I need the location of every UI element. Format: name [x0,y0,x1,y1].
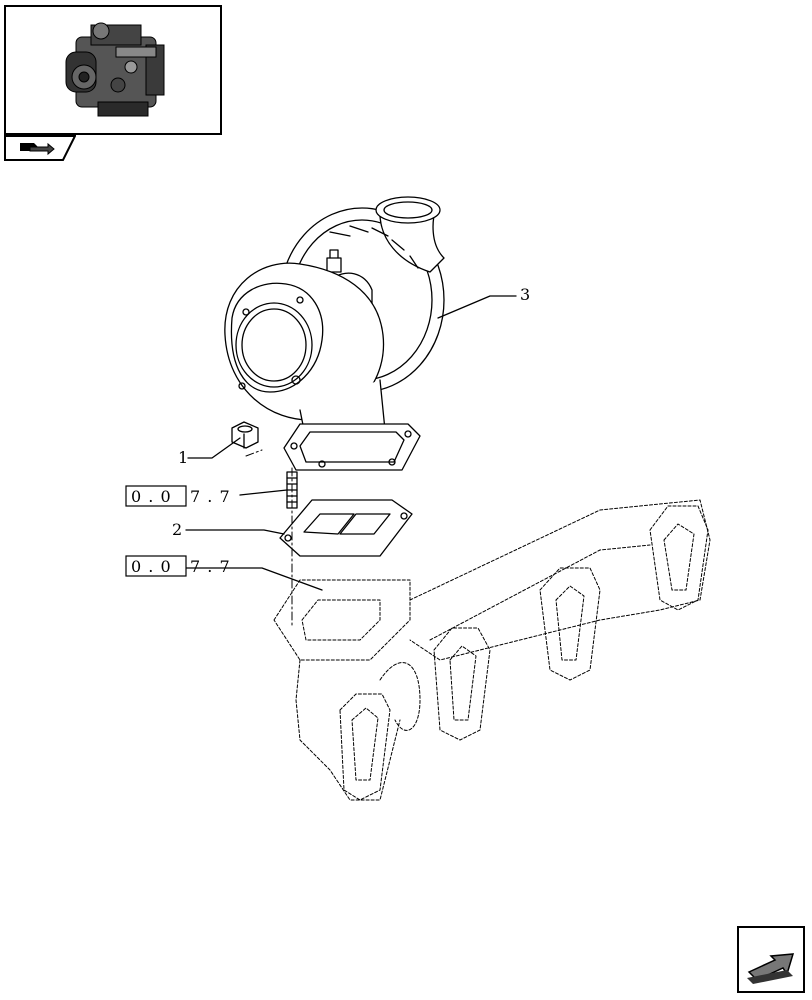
nut [231,421,259,449]
callout-2: 2 [172,520,182,539]
alignment-axis [245,449,293,626]
next-page-arrow-icon [737,926,805,993]
book-arrow-icon [4,135,77,161]
engine-thumbnail-icon [65,22,165,117]
callout-3: 3 [520,285,530,304]
reference-b[interactable]: 0 . 0 7 . 7 [125,555,231,577]
reference-a-boxed: 0 . 0 [131,487,172,506]
turbocharger [224,196,445,471]
exhaust-manifold [273,499,711,801]
reference-b-rest: 7 . 7 [190,557,231,576]
reference-a[interactable]: 0 . 0 7 . 7 [125,485,231,507]
next-page-button[interactable] [737,926,805,993]
leader-lines [185,295,517,591]
engine-thumbnail[interactable] [4,5,222,135]
callout-1: 1 [178,448,188,467]
reference-b-boxed: 0 . 0 [131,557,172,576]
nav-tab[interactable] [4,135,77,161]
reference-a-rest: 7 . 7 [190,487,231,506]
gasket [279,499,413,557]
